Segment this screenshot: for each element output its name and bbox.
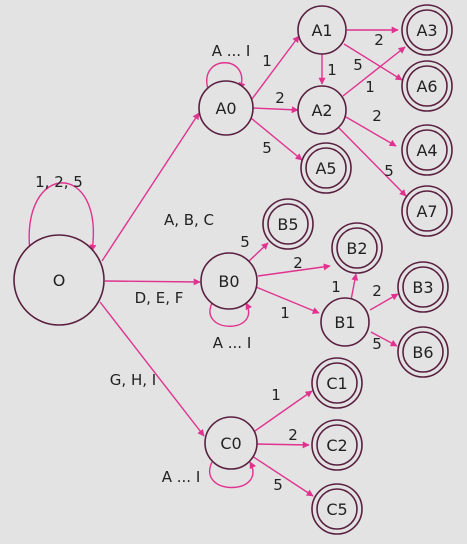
edge-a0-self [206,62,246,90]
nodes: O A0 B0 C0 A1 A2 [13,4,453,535]
state-c0-label: C0 [220,434,241,453]
accept-state-a4: A4 [401,124,453,176]
accept-state-b6: B6 [397,326,449,378]
edge-a0-a5 [250,117,303,161]
state-c0: C0 [204,416,258,470]
edge-label-a2-a4: 2 [372,107,382,125]
edge-b1-b6 [370,331,398,347]
edge-c0-c2 [254,441,310,449]
edge-o-b0 [104,278,201,286]
edge-a2-a3 [342,46,406,97]
edge-a0-a1 [251,35,300,100]
edge-label-o-c0: G, H, I [110,371,156,389]
edge-label-c0-c2: 2 [288,426,298,444]
accept-state-b5: B5 [262,198,314,250]
edge-c0-c1 [251,390,313,434]
accept-state-a6-label: A6 [416,77,437,96]
edge-a2-a4 [345,116,397,147]
edge-label-a1-a3: 2 [374,31,384,49]
accept-state-a5: A5 [300,142,352,194]
edge-label-o-a0: A, B, C [164,211,214,229]
edge-label-o-b0: D, E, F [135,289,184,307]
state-o: O [13,234,105,326]
accept-state-b2: B2 [331,222,383,274]
edge-label-c0-c5: 5 [273,476,283,494]
state-b1: B1 [320,297,370,347]
edge-o-a0 [101,112,200,262]
edge-b1-b2 [350,273,359,301]
accept-state-a7: A7 [401,185,453,237]
accept-state-c2: C2 [311,419,363,471]
accept-state-c1: C1 [311,357,363,409]
edge-label-b0-b5: 5 [240,233,250,251]
edge-label-a1-a2: 1 [327,61,337,79]
edge-c0-self [209,461,257,489]
accept-state-b2-label: B2 [346,239,367,258]
edge-label-b1-b2: 1 [331,278,341,296]
edge-label-a0-a2: 2 [275,89,285,107]
edge-label-a2-a7: 5 [384,162,394,180]
state-a2: A2 [297,85,347,135]
state-a1: A1 [297,5,347,55]
edge-label-a2-a3: 1 [365,78,375,96]
edge-o-c0 [99,301,205,437]
edge-label-o-self: 1, 2, 5 [35,173,83,191]
state-a1-label: A1 [311,21,332,40]
state-a2-label: A2 [311,101,332,120]
edge-a2-a7 [338,127,407,197]
accept-state-c1-label: C1 [326,374,347,393]
accept-state-b3: B3 [397,261,449,313]
edge-b0-b1 [255,286,320,314]
edge-label-b0-b1: 1 [280,304,290,322]
state-a0-label: A0 [215,99,236,118]
accept-state-b5-label: B5 [277,215,298,234]
accept-state-a7-label: A7 [416,202,437,221]
edge-o-self [28,182,97,253]
state-b0-label: B0 [218,272,239,291]
accept-state-a5-label: A5 [315,159,336,178]
accept-state-a3-label: A3 [416,21,437,40]
edge-a1-a6 [343,43,403,81]
state-b0: B0 [200,252,258,310]
edge-label-a1-a6: 5 [353,56,363,74]
accept-state-c2-label: C2 [326,436,347,455]
accept-state-a6: A6 [401,60,453,112]
accept-state-b6-label: B6 [412,343,433,362]
edge-b0-b5 [247,242,269,263]
accept-state-a3: A3 [401,4,453,56]
edges [28,26,407,497]
edge-b1-b3 [369,293,399,311]
edge-label-a0-self: A ... I [212,42,251,60]
edge-labels: 1, 2, 5 A, B, C D, E, F G, H, I A ... I … [35,31,394,494]
edge-label-c0-self: A ... I [162,468,201,486]
state-b1-label: B1 [334,313,355,332]
edge-b0-self [209,302,252,327]
edge-label-a0-a1: 1 [262,52,272,70]
accept-state-c5: C5 [311,483,363,535]
state-o-label: O [53,271,66,290]
edge-c0-c5 [251,455,314,497]
accept-state-a4-label: A4 [416,141,437,160]
edge-label-c0-c1: 1 [271,386,281,404]
edge-b0-b2 [257,263,331,277]
accept-state-c5-label: C5 [326,500,347,519]
edge-label-b0-b2: 2 [293,254,303,272]
edge-label-b1-b3: 2 [372,282,382,300]
edge-label-b1-b6: 5 [372,335,382,353]
edge-label-b0-self: A ... I [213,334,252,352]
state-a0: A0 [198,80,254,136]
edge-a0-a2 [252,106,299,114]
accept-state-b3-label: B3 [412,278,433,297]
edge-label-a0-a5: 5 [262,139,272,157]
